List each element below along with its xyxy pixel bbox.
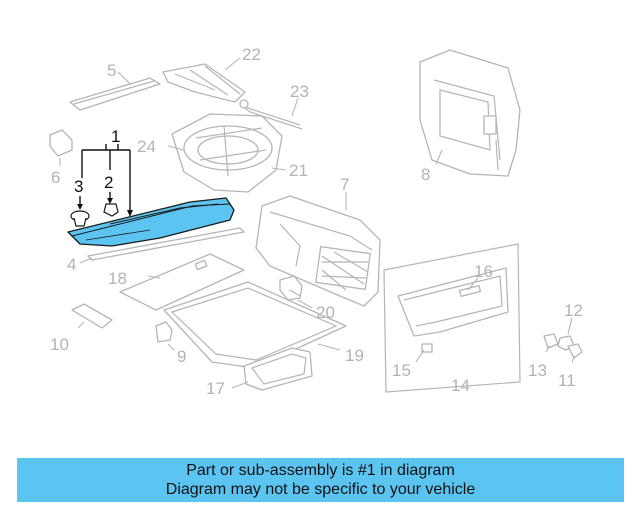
callout-7: 7	[340, 175, 349, 194]
callout-11: 11	[558, 371, 576, 390]
callout-1: 1	[111, 127, 120, 146]
part-20-bracket	[279, 275, 313, 309]
part-8-side-trim	[419, 49, 521, 177]
callout-17: 17	[206, 379, 225, 398]
part-14-sill-plate	[383, 243, 521, 393]
part-1-highlight	[67, 197, 235, 247]
part-2-fastener	[103, 192, 119, 217]
callout-16: 16	[474, 262, 493, 281]
callout-9: 9	[177, 347, 186, 366]
callout-3: 3	[74, 177, 83, 196]
callout-10: 10	[50, 335, 69, 354]
part-3-fastener	[70, 196, 90, 227]
callout-13: 13	[528, 361, 547, 380]
callout-23: 23	[290, 82, 309, 101]
part-10-clip	[71, 303, 113, 329]
part-6-clip	[49, 129, 73, 166]
part-1-package-tray	[67, 144, 235, 247]
caption-line-2: Diagram may not be specific to your vehi…	[165, 481, 476, 498]
part-17-storage-bin	[231, 347, 313, 391]
part-7-quarter-trim	[255, 192, 381, 307]
callout-19: 19	[345, 346, 364, 365]
caption-line-1: Part or sub-assembly is #1 in diagram	[186, 462, 455, 479]
part-11-fastener	[567, 343, 583, 363]
callout-18: 18	[108, 269, 127, 288]
callout-20: 20	[316, 303, 335, 322]
callout-24: 24	[137, 137, 156, 156]
callout-5: 5	[107, 61, 116, 80]
callout-21: 21	[289, 161, 308, 180]
callout-14: 14	[451, 376, 470, 395]
callout-12: 12	[564, 301, 583, 320]
callout-22: 22	[242, 45, 261, 64]
callout-6: 6	[51, 168, 60, 187]
part-4-trim-strip	[79, 227, 245, 264]
callout-8: 8	[421, 165, 430, 184]
part-21-spare-tray	[167, 113, 287, 193]
callout-4: 4	[67, 255, 76, 274]
part-5-trim-strip	[69, 71, 161, 111]
part-18-floor-panel	[119, 253, 245, 311]
part-19-cargo-mat	[163, 281, 347, 369]
callout-2: 2	[104, 173, 113, 192]
part-9-clip	[155, 321, 175, 351]
callout-15: 15	[392, 361, 411, 380]
caption-bar: Part or sub-assembly is #1 in diagram Di…	[17, 458, 624, 502]
part-13-fastener	[543, 333, 559, 353]
part-22-jack	[162, 57, 246, 103]
part-23-jack-handle	[239, 97, 303, 130]
